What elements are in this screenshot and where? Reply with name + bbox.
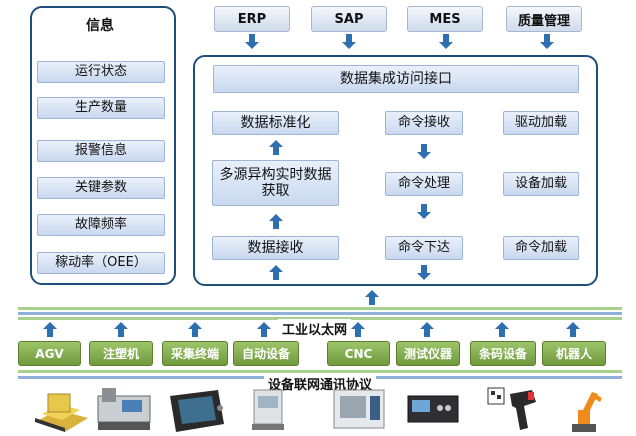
heterogeneous-data-label: 多源异构实时数据获取 — [219, 167, 332, 199]
arrow-up-test — [420, 322, 434, 337]
system-erp: ERP — [214, 6, 290, 32]
protocol-bus-top — [18, 370, 622, 373]
protocol-label: 设备联网通讯协议 — [264, 374, 377, 393]
data-receive-box: 数据接收 — [212, 236, 339, 260]
device-load-box: 设备加载 — [503, 172, 579, 196]
data-standardization-box: 数据标准化 — [212, 111, 339, 135]
device-test-instrument: 测试仪器 — [396, 341, 460, 366]
arrow-down-sap — [342, 34, 356, 49]
barcode-device-image — [487, 387, 536, 430]
device-cnc: CNC — [327, 341, 390, 366]
command-process-box: 命令处理 — [385, 172, 463, 196]
arrow-down-erp — [245, 34, 259, 49]
arrow-up-barcode — [495, 322, 509, 337]
arrow-up-from-receive — [269, 265, 283, 280]
robot-image — [572, 392, 602, 432]
info-item-oee: 稼动率（OEE） — [37, 252, 165, 274]
cnc-image — [333, 389, 385, 429]
arrow-up-terminal — [188, 322, 202, 337]
arrow-down-to-issue — [417, 204, 431, 219]
arrow-up-to-standardization — [269, 140, 283, 155]
data-interface-box: 数据集成访问接口 — [213, 65, 579, 93]
info-item-alarm: 报警信息 — [37, 140, 165, 162]
device-robot: 机器人 — [542, 341, 606, 366]
collection-terminal-image — [170, 390, 224, 432]
device-barcode: 条码设备 — [470, 341, 536, 366]
info-item-key-params: 关键参数 — [37, 177, 165, 199]
automatic-equipment-image — [252, 389, 284, 430]
arrow-up-to-main-panel — [365, 290, 379, 305]
arrow-up-auto-device — [257, 322, 271, 337]
agv-image — [35, 393, 88, 432]
arrow-down-from-issue — [417, 265, 431, 280]
arrow-up-to-heterogeneous — [269, 214, 283, 229]
arrow-down-quality — [540, 34, 554, 49]
ethernet-bus-bottom — [18, 317, 622, 320]
injection-machine-image — [97, 388, 151, 430]
system-sap: SAP — [311, 6, 387, 32]
system-mes: MES — [407, 6, 483, 32]
ethernet-bus-mid — [18, 312, 622, 315]
ethernet-bus-top — [18, 307, 622, 310]
command-receive-box: 命令接收 — [385, 111, 463, 135]
arrow-up-robot — [566, 322, 580, 337]
command-issue-box: 命令下达 — [385, 236, 463, 260]
info-item-fault-freq: 故障频率 — [37, 214, 165, 236]
arrow-up-injection — [114, 322, 128, 337]
system-quality: 质量管理 — [506, 6, 582, 32]
heterogeneous-data-box: 多源异构实时数据获取 — [212, 160, 339, 206]
test-instrument-image — [407, 395, 459, 423]
device-agv: AGV — [18, 341, 81, 366]
driver-load-box: 驱动加载 — [503, 111, 579, 135]
info-item-run-status: 运行状态 — [37, 61, 165, 83]
command-load-box: 命令加载 — [503, 236, 579, 260]
arrow-up-agv — [43, 322, 57, 337]
info-item-production-qty: 生产数量 — [37, 97, 165, 119]
network-label: 工业以太网 — [278, 319, 352, 338]
arrow-up-cnc — [351, 322, 365, 337]
arrow-down-mes — [439, 34, 453, 49]
device-collection-terminal: 采集终端 — [162, 341, 228, 366]
device-injection-machine: 注塑机 — [89, 341, 153, 366]
arrow-down-to-process — [417, 144, 431, 159]
device-automatic-equipment: 自动设备 — [233, 341, 299, 366]
info-panel-title: 信息 — [86, 18, 114, 34]
